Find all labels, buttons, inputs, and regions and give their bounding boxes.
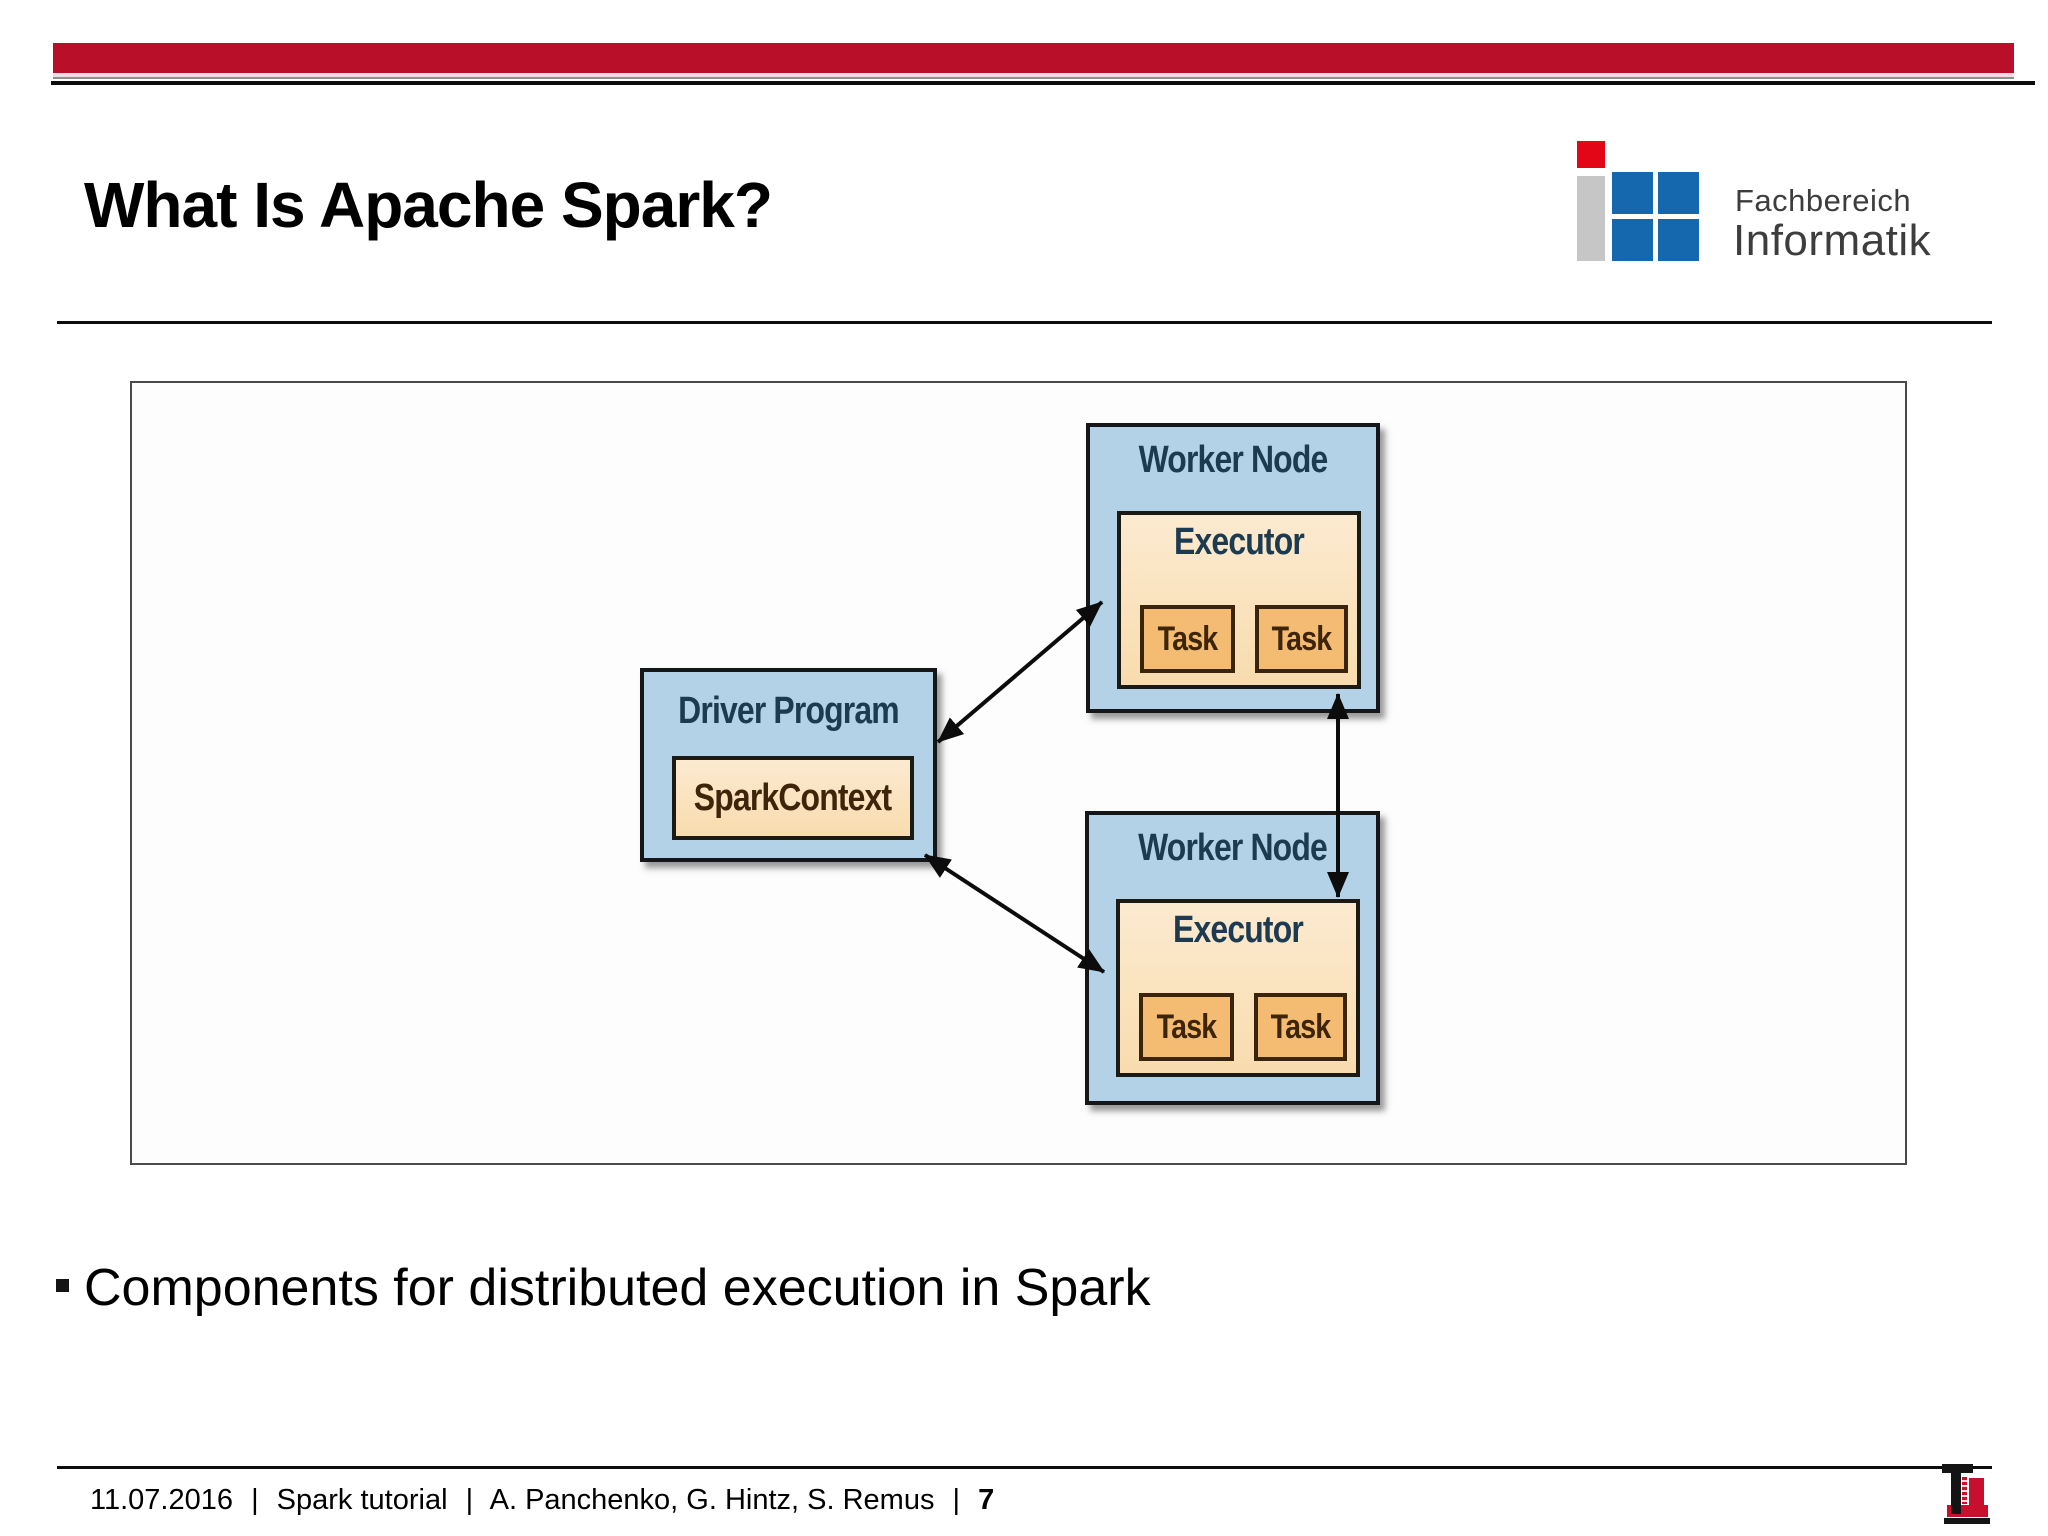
task-label: Task xyxy=(1270,1007,1331,1046)
task-box: Task xyxy=(1139,993,1234,1061)
executor-bottom-label: Executor xyxy=(1173,909,1304,951)
task-label: Task xyxy=(1157,619,1218,658)
bullet-marker xyxy=(56,1279,69,1292)
department-logo-blue-square xyxy=(1612,172,1653,214)
arrow-driver-to-worker-top xyxy=(936,600,1104,744)
worker-node-top-label: Worker Node xyxy=(1138,439,1329,481)
title-divider-line xyxy=(57,321,1992,324)
page-title: What Is Apache Spark? xyxy=(84,169,773,241)
department-logo-red-square xyxy=(1577,141,1605,168)
driver-program-box: Driver Program SparkContext xyxy=(640,668,937,862)
lt-logo-red-stem xyxy=(1969,1478,1984,1508)
department-logo-line1: Fachbereich xyxy=(1735,183,1912,218)
lt-logo-black-t-top xyxy=(1942,1464,1973,1473)
arrow-driver-to-worker-bottom xyxy=(923,853,1106,974)
spark-architecture-diagram: Driver Program SparkContext Worker Node … xyxy=(130,381,1907,1165)
header-red-bar xyxy=(53,43,2014,73)
footer-separator: | xyxy=(465,1484,474,1516)
header-pink-strip xyxy=(53,73,2014,77)
header-black-line xyxy=(51,81,2035,85)
executor-top-label: Executor xyxy=(1174,521,1305,563)
footer-course: Spark tutorial xyxy=(276,1484,448,1516)
diagram-arrows xyxy=(923,600,1349,974)
department-logo-blue-square xyxy=(1658,219,1699,261)
spark-context-label: SparkContext xyxy=(694,776,892,819)
task-box: Task xyxy=(1255,605,1348,673)
spark-context-box: SparkContext xyxy=(672,756,914,840)
bullet-text: Components for distributed execution in … xyxy=(84,1259,1151,1317)
driver-program-label: Driver Program xyxy=(678,690,899,732)
footer-separator: | xyxy=(251,1484,259,1516)
footer: 11.07.2016 | Spark tutorial | A. Panchen… xyxy=(90,1484,1004,1517)
task-label: Task xyxy=(1271,619,1332,658)
department-logo-blue-square xyxy=(1658,172,1699,214)
footer-separator: | xyxy=(952,1484,961,1516)
lt-logo-micro-text xyxy=(1962,1477,1967,1504)
worker-node-top-box: Worker Node Executor Task Task xyxy=(1086,423,1380,713)
task-box: Task xyxy=(1140,605,1235,673)
footer-authors: A. Panchenko, G. Hintz, S. Remus xyxy=(489,1484,935,1516)
department-logo-gray-bar xyxy=(1577,176,1605,261)
footer-date: 11.07.2016 xyxy=(90,1484,233,1516)
executor-bottom-box: Executor Task Task xyxy=(1116,899,1360,1077)
lt-logo-black-t-stem xyxy=(1951,1472,1961,1514)
task-box: Task xyxy=(1254,993,1347,1061)
lt-logo-caption-strip xyxy=(1944,1518,1990,1524)
header-gray-line xyxy=(53,77,2014,79)
department-logo-blue-square xyxy=(1612,219,1653,261)
executor-top-box: Executor Task Task xyxy=(1117,511,1361,689)
department-logo-line2: Informatik xyxy=(1733,216,1932,265)
task-label: Task xyxy=(1156,1007,1217,1046)
worker-node-bottom-label: Worker Node xyxy=(1138,827,1328,869)
footer-divider-line xyxy=(57,1466,1992,1469)
footer-page-number: 7 xyxy=(978,1484,995,1516)
